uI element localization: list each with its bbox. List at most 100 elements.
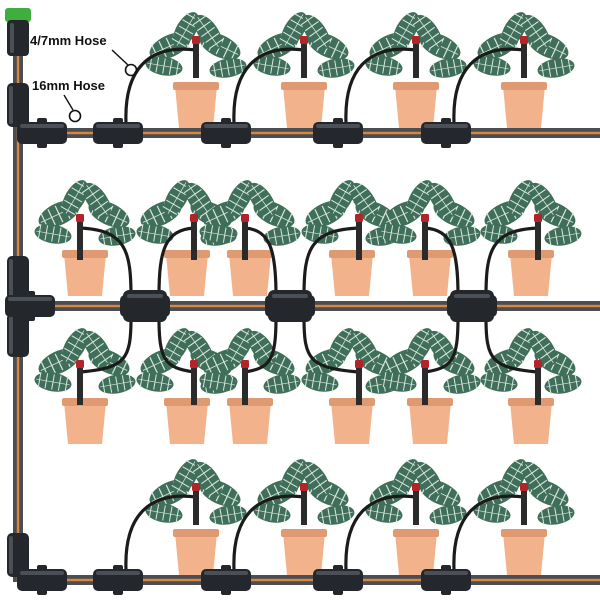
plant-row-4-4 — [473, 459, 575, 575]
filter-cap — [5, 8, 31, 22]
plant-row-1-2-leaf — [317, 58, 355, 78]
plant-row-3-6-leaf-midrib — [546, 380, 580, 388]
stake-row-2-right-3-dripper-head — [534, 214, 542, 222]
stake-row-2-left-2 — [242, 220, 248, 260]
plant-row-2-2-leaf — [136, 224, 174, 244]
plant-row-4-3-pot-rim — [393, 529, 439, 537]
stake-row-2-right-2-dripper-head — [355, 214, 363, 222]
stake-row-3-right-2-dripper-head — [355, 360, 363, 368]
micro-hose-row-4-3 — [344, 494, 418, 572]
plant-row-3-2-pot — [166, 402, 208, 444]
stake-row-1-1-dripper-head — [192, 36, 200, 44]
stake-row-3-left-2-dripper-head — [241, 360, 249, 368]
plant-row-2-4-leaf-midrib — [332, 182, 352, 214]
plant-row-2-1-leaf — [60, 180, 90, 216]
plant-row-2-5-leaf — [426, 182, 458, 218]
stake-row-1-4 — [521, 42, 527, 78]
stake-row-3-right-3-dripper-head — [534, 360, 542, 368]
plant-row-1-1-leaf-midrib — [197, 17, 219, 47]
plant-row-1-3-pot-rim — [393, 82, 439, 90]
filter-shine — [10, 23, 14, 53]
plant-row-4-2-leaf-midrib — [319, 511, 353, 519]
micro-hose-row-3-right-2 — [302, 316, 361, 374]
tee-row-4-1 — [93, 565, 143, 595]
plant-row-4-4-leaf — [499, 459, 529, 495]
stake-row-3-left-3 — [422, 366, 428, 405]
elbow-bottom-horizontal-shine — [20, 571, 64, 575]
plant-row-1-3-leaf — [429, 58, 467, 78]
stake-row-2-right-1 — [191, 220, 197, 260]
plant-row-3-4-leaf-midrib — [332, 330, 352, 362]
plant-row-1-3 — [365, 12, 467, 128]
plant-row-2-1-pot — [64, 254, 106, 296]
plant-row-4-2-leaf — [279, 459, 309, 495]
plant-row-4-4-leaf-midrib — [475, 509, 509, 517]
plant-row-1-4-leaf-midrib — [525, 17, 547, 47]
plant-row-3-2-leaf-midrib — [167, 330, 187, 362]
elbow-top-horizontal — [17, 118, 67, 148]
plant-row-1-4-pot-rim — [501, 82, 547, 90]
plant-row-2-4-pot — [331, 254, 373, 296]
plant-row-1-3-leaf-midrib — [396, 14, 416, 46]
plant-row-2-1 — [34, 180, 136, 296]
cross-tee-lower-shine — [9, 316, 13, 354]
plant-row-2-3-leaf — [225, 180, 255, 216]
plant-row-3-4-leaf — [348, 330, 380, 366]
stake-row-4-4-dripper-head — [520, 483, 528, 491]
tee-row-4-3-collar — [333, 565, 343, 595]
plant-row-2-6-leaf-midrib — [511, 182, 531, 214]
plant-row-1-4-leaf-midrib — [475, 62, 509, 70]
plant-row-4-1-leaf-midrib — [147, 509, 181, 517]
elbow-bottom-horizontal — [17, 565, 67, 595]
plant-row-2-6-pot — [510, 254, 552, 296]
plant-row-2-2-leaf-midrib — [188, 185, 210, 215]
plant-row-4-4-leaf-midrib — [539, 511, 573, 519]
elbow-top-vertical-shine — [9, 86, 13, 124]
plant-row-3-5-leaf-midrib — [381, 378, 415, 386]
plant-row-1-2-pot-rim — [281, 82, 327, 90]
stake-row-2-left-3-dripper-head — [421, 214, 429, 222]
plant-row-4-2-leaf — [300, 461, 332, 497]
plant-row-4-3-leaf-midrib — [367, 509, 401, 517]
plant-row-4-2-leaf-midrib — [305, 464, 327, 494]
plant-row-4-4-leaf-midrib — [525, 464, 547, 494]
plant-row-1-2-pot — [283, 86, 325, 128]
micro-hose-row-1-4 — [452, 47, 526, 125]
plant-row-3-2-leaf-midrib — [138, 378, 172, 386]
plant-row-2-6-leaf — [506, 180, 536, 216]
plant-row-2-3 — [199, 180, 301, 296]
stake-row-3-left-1-dripper-head — [76, 360, 84, 368]
stake-row-2-left-1-dripper-head — [76, 214, 84, 222]
stake-row-2-left-1 — [77, 220, 83, 260]
stake-row-4-2 — [301, 489, 307, 525]
plant-row-4-1-pot — [175, 533, 217, 575]
plant-row-4-3-leaf — [365, 503, 403, 523]
plant-row-2-6-leaf-midrib — [546, 232, 580, 240]
plant-row-2-3-leaf — [246, 182, 278, 218]
plant-row-3-5-leaf-midrib — [410, 330, 430, 362]
plant-row-1-1-leaf-midrib — [211, 64, 245, 72]
stake-row-3-right-3 — [535, 366, 541, 405]
plant-row-1-4-leaf-midrib — [539, 64, 573, 72]
plant-row-4-4-leaf — [520, 461, 552, 497]
plant-row-3-6-leaf-midrib — [532, 333, 554, 363]
plant-row-3-3-leaf-midrib — [230, 330, 250, 362]
plant-row-4-1-leaf — [171, 459, 201, 495]
plant-row-3-6-leaf — [480, 372, 518, 392]
plant-row-4-2-leaf — [317, 505, 355, 525]
plant-row-2-1-leaf-midrib — [100, 232, 134, 240]
plant-row-2-3-pot-rim — [227, 250, 273, 258]
micro-hose-lines — [76, 36, 542, 572]
plant-row-3-1-leaf-midrib — [86, 333, 108, 363]
micro-hose-label: 4/7mm Hose — [30, 33, 107, 48]
micro-hose-row-1-1 — [124, 47, 198, 125]
stake-row-2-right-2 — [356, 220, 362, 260]
stake-row-1-1 — [193, 42, 199, 78]
plant-row-4-3-leaf — [429, 505, 467, 525]
plant-row-4-3-leaf-midrib — [417, 464, 439, 494]
plant-row-3-2-pot-rim — [164, 398, 210, 406]
plant-row-4-2-leaf-midrib — [284, 461, 304, 493]
plant-row-3-4-pot — [331, 402, 373, 444]
plant-row-1-3-leaf — [365, 56, 403, 76]
plant-row-4-2-pot-rim — [281, 529, 327, 537]
